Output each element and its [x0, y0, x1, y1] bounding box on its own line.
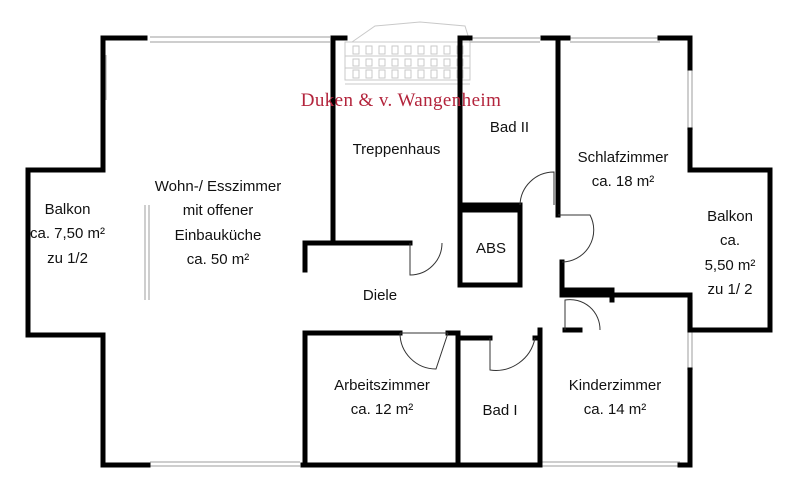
room-label-line: Treppenhaus: [352, 141, 441, 158]
room-abs: ABS: [462, 237, 520, 261]
room-label-line: ca. 50 m²: [186, 250, 250, 268]
room-schlafzimmer: Schlafzimmer ca. 18 m²: [558, 146, 688, 195]
room-bad-ii: Bad II: [462, 116, 557, 140]
room-label-line: zu 1/2: [47, 249, 88, 267]
room-label-line: Einbauküche: [174, 226, 262, 244]
room-label-line: mit offener: [182, 202, 254, 220]
room-label-line: Balkon: [44, 201, 91, 218]
room-kinderzimmer: Kinderzimmer ca. 14 m²: [542, 374, 688, 423]
room-label-line: Schlafzimmer: [577, 149, 669, 166]
room-label-line: Balkon: [707, 208, 753, 225]
room-label-line: Arbeitszimmer: [334, 377, 430, 394]
room-balkon-ost: Balkon ca. 5,50 m² zu 1/ 2: [692, 205, 768, 302]
room-bad-i: Bad I: [460, 399, 540, 423]
room-label-line: Kinderzimmer: [568, 377, 662, 394]
room-label-line: Bad I: [482, 402, 518, 419]
room-label-line: ca. 14 m²: [583, 401, 647, 419]
room-treppenhaus: Treppenhaus: [335, 138, 458, 162]
room-arbeitszimmer: Arbeitszimmer ca. 12 m²: [307, 374, 457, 423]
room-label-line: ca. 7,50 m²: [30, 225, 106, 243]
room-label-line: Bad II: [489, 119, 530, 136]
room-balkon-west: Balkon ca. 7,50 m² zu 1/2: [30, 198, 105, 271]
room-label-line: ca. 12 m²: [350, 401, 414, 419]
room-label-line: zu 1/ 2: [707, 280, 753, 298]
room-label-line: ABS: [475, 240, 506, 257]
room-label-line: Diele: [362, 287, 398, 304]
room-label-line: Wohn-/ Esszimmer: [154, 178, 282, 195]
room-diele: Diele: [330, 284, 430, 308]
room-label-line: 5,50 m²: [704, 256, 756, 274]
room-label-line: ca. 18 m²: [591, 173, 655, 191]
doors: [399, 171, 601, 371]
logo-building-icon: [344, 21, 471, 85]
brand-logo: Duken & v. Wangenheim: [300, 90, 502, 111]
walls: [25, 35, 773, 468]
room-label-line: ca.: [719, 232, 740, 250]
